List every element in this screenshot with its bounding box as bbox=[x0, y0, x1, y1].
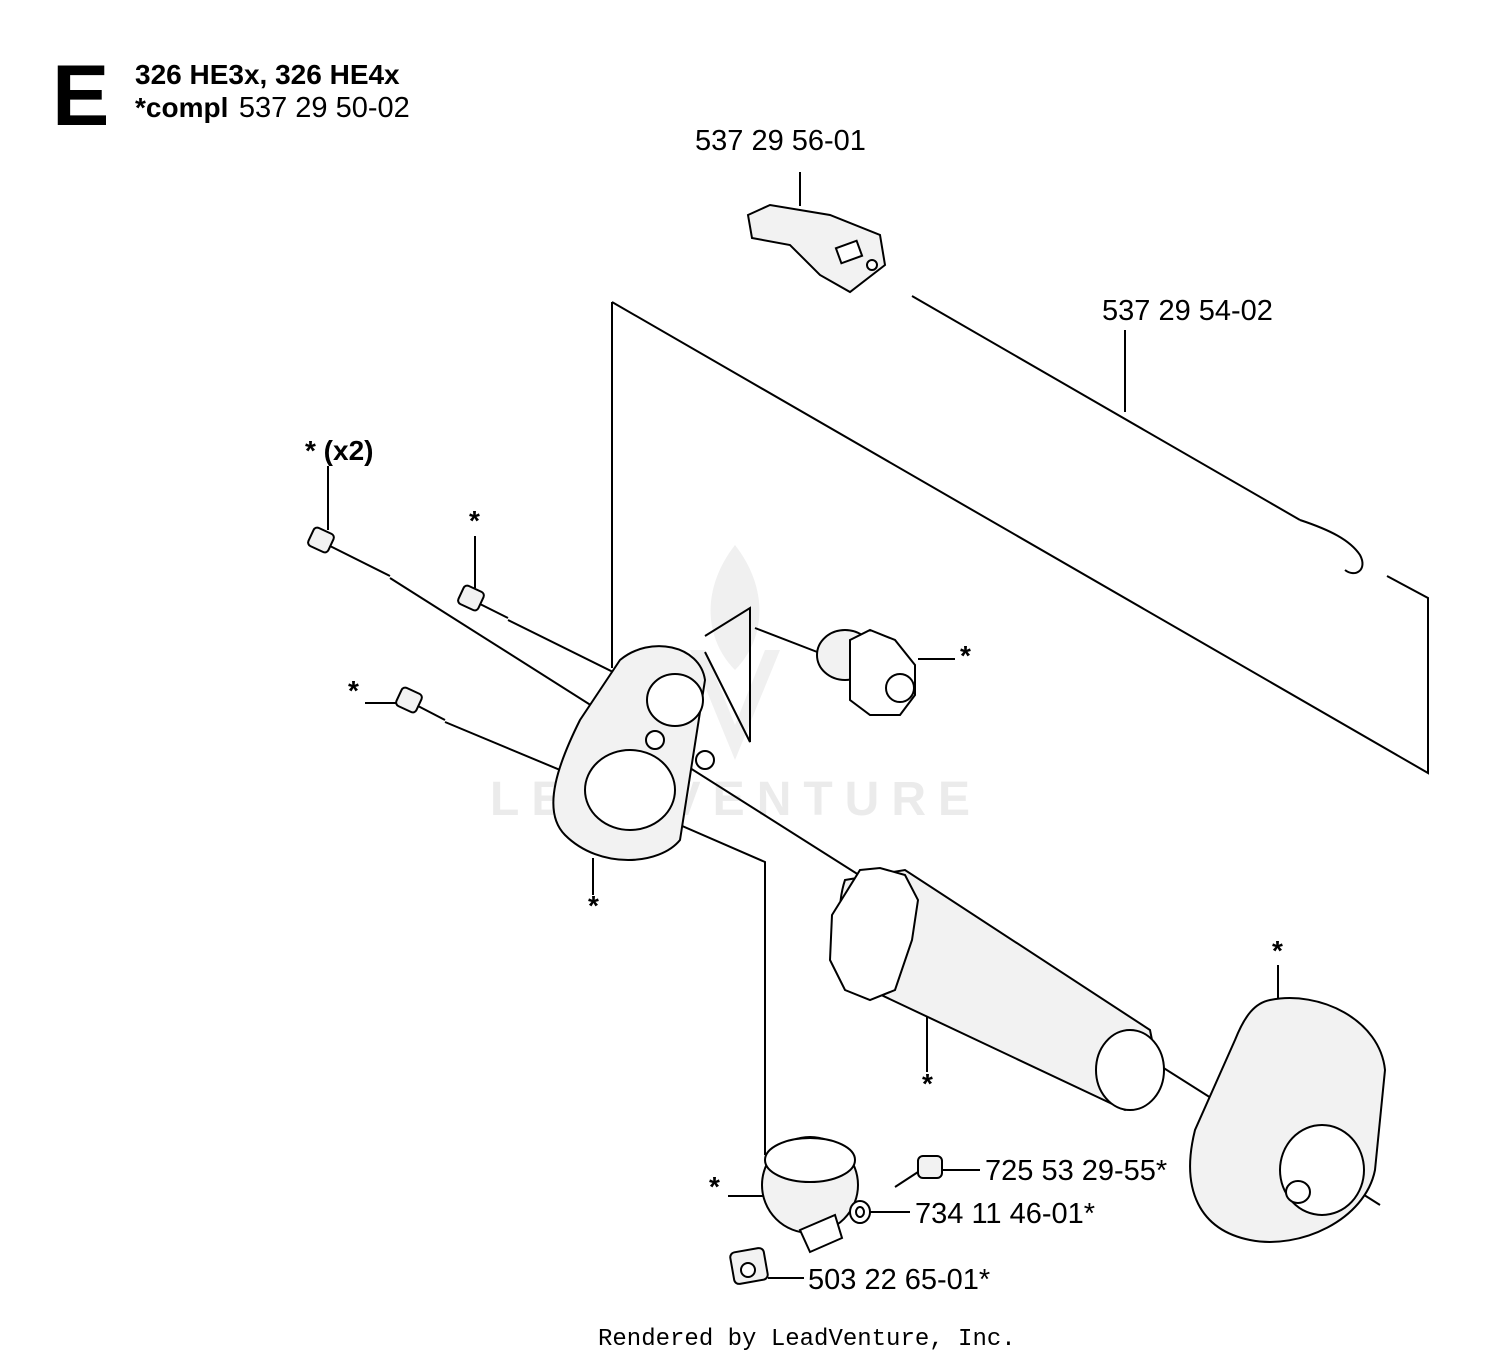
screw-upper[interactable] bbox=[457, 584, 509, 619]
throttle-lever[interactable] bbox=[746, 203, 887, 294]
section-letter: E bbox=[52, 48, 109, 144]
end-cap[interactable] bbox=[1189, 997, 1387, 1243]
label-washer: 734 11 46-01* bbox=[915, 1198, 1095, 1230]
screw-left[interactable] bbox=[395, 686, 446, 721]
assembly-outline-notch bbox=[704, 606, 751, 743]
label-cable: 537 29 54-02 bbox=[1102, 295, 1273, 327]
footer-credit: Rendered by LeadVenture, Inc. bbox=[598, 1326, 1016, 1353]
label-screw-x2: * (x2) bbox=[305, 435, 373, 466]
watermark-flame-icon bbox=[710, 545, 760, 670]
label-lever: 537 29 56-01 bbox=[695, 125, 866, 157]
handle-sleeve[interactable] bbox=[828, 866, 1165, 1112]
label-screw-upper: * bbox=[469, 505, 480, 536]
throttle-cable[interactable] bbox=[911, 295, 1364, 575]
screw-long[interactable] bbox=[307, 526, 391, 577]
drive-gear[interactable] bbox=[816, 628, 916, 716]
label-gear: * bbox=[960, 640, 971, 671]
clamp-ring[interactable] bbox=[761, 1136, 859, 1254]
label-housing-plate: * bbox=[588, 890, 599, 921]
compl-number: 537 29 50-02 bbox=[239, 92, 410, 124]
compl-line: *compl 537 29 50-02 bbox=[135, 92, 410, 124]
label-nut: 503 22 65-01* bbox=[808, 1264, 990, 1296]
housing-plate[interactable] bbox=[552, 645, 715, 861]
washer[interactable] bbox=[849, 1200, 871, 1224]
square-nut[interactable] bbox=[729, 1247, 769, 1285]
compl-prefix: *compl bbox=[135, 92, 228, 123]
label-screw-left: * bbox=[348, 675, 359, 706]
label-clamp: * bbox=[709, 1171, 720, 1202]
assembly-outline bbox=[611, 301, 1429, 775]
clamp-screw[interactable] bbox=[894, 1155, 943, 1188]
label-clamp-screw: 725 53 29-55* bbox=[985, 1155, 1167, 1187]
label-end-cap: * bbox=[1272, 935, 1283, 966]
watermark-v-icon bbox=[690, 650, 780, 760]
label-handle-sleeve: * bbox=[922, 1068, 933, 1099]
model-title: 326 HE3x, 326 HE4x bbox=[135, 59, 400, 90]
